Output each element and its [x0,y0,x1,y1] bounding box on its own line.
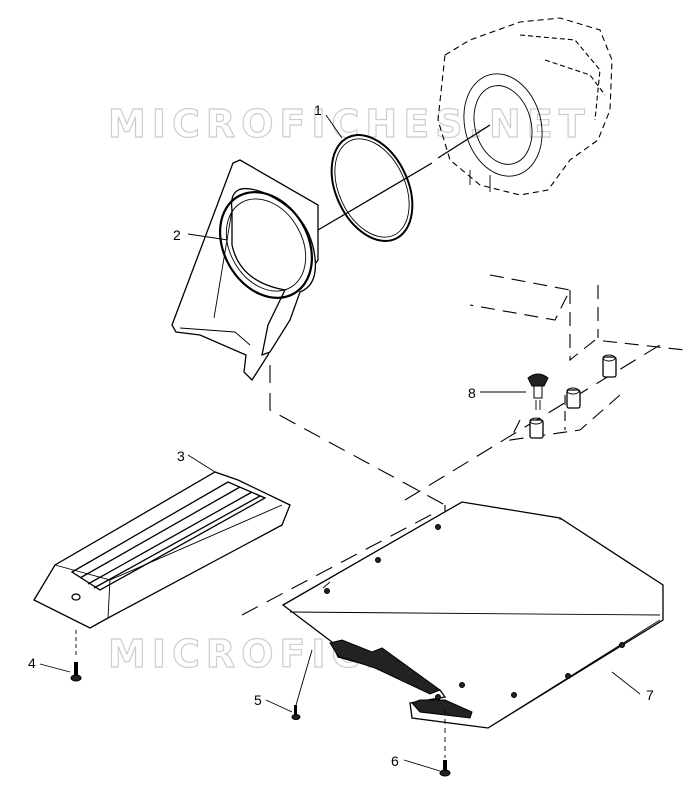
leader-2 [187,233,229,241]
callout-8: 8 [468,385,476,401]
callout-7: 7 [646,687,654,703]
leader-3 [187,454,216,473]
part-2-duct-boot [171,159,319,382]
callout-5: 5 [254,692,262,708]
leader-6 [403,759,441,772]
callout-6: 6 [391,753,399,769]
leader-4 [39,663,71,673]
watermark-top: MICROFICHES.NET [108,102,591,146]
callout-1: 1 [314,102,322,118]
part-7-floor-pan [281,501,664,729]
part-3-bracket [33,471,291,629]
part-5-screw [291,649,313,720]
leader-7 [611,671,641,695]
part-8-push-rivet [527,373,549,410]
part-4-screw [70,630,82,682]
leader-5 [265,699,293,713]
part-1-ring [330,134,414,242]
callout-4: 4 [28,655,36,671]
part-6-screw [439,710,451,777]
engine-housing [437,17,613,196]
callout-2: 2 [173,227,181,243]
callout-3: 3 [177,448,185,464]
leader-1 [325,114,343,139]
chassis-outline [469,274,686,441]
